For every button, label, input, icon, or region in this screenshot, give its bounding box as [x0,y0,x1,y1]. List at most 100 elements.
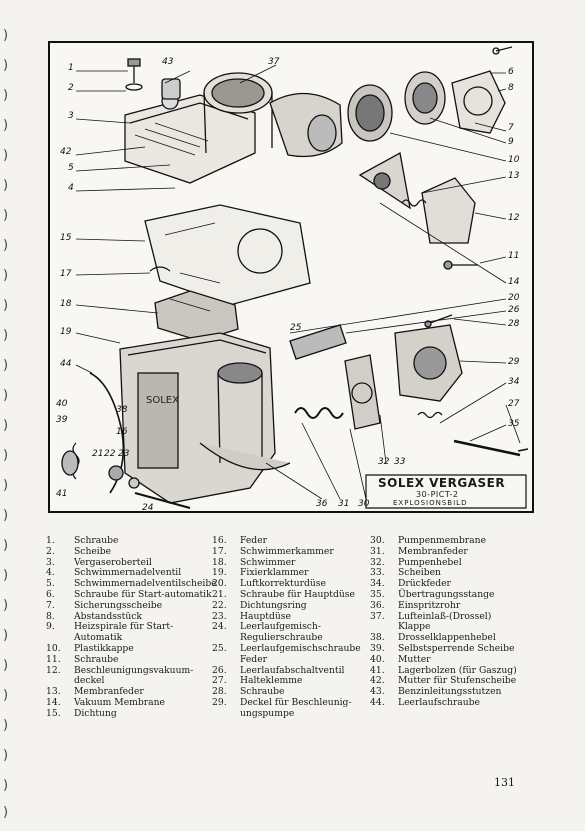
legend-item-number: 6. [46,588,55,600]
legend-item-number: 34. [370,578,385,590]
legend-item: 24. Leerlaufgemisch- [212,622,361,633]
legend-item-number: 16. [212,535,227,546]
legend-item-text: Abstandsstück [74,610,142,622]
legend-item: 6.Schraube für Start-automatik [46,588,217,601]
legend-item-number: 5. [46,578,55,590]
legend-item-number: 7. [46,599,55,611]
legend-item-number: 19. [212,567,227,579]
legend-item-number: 20. [212,578,227,590]
legend-item-text: Feder [240,535,268,546]
page-number: 131 [494,776,515,789]
callout-17a: 17 [60,269,72,279]
callout-19: 19 [60,327,72,337]
callout-25: 25 [290,323,302,333]
legend-item-number: 14. [46,696,61,708]
legend-item-text: Selbstsperrende Scheibe [398,642,515,654]
legend-item-number: 8. [46,610,55,622]
legend-item-number: 38. [370,632,385,644]
callout-3: 3 [68,111,74,121]
callout-33: 33 [394,457,406,467]
legend-item: 38. Drosselklappenhebel [370,632,517,644]
legend-item-number: 41. [370,664,385,676]
legend-item: 14.Vakuum Membrane [46,696,217,709]
legend-item-text: Vergaseroberteil [74,556,152,568]
legend-item: 32.Pumpenhebel [370,557,517,569]
legend-item-number: 1. [46,535,55,546]
callout-38: 38 [116,405,128,415]
legend-item: 36. Einspritzrohr [370,599,517,612]
legend-item-number: 33. [370,567,385,579]
callout-20: 20 [508,293,520,303]
legend-item: 11.Schraube [46,654,217,666]
legend-item-text: Mutter für Stufenscheibe [398,675,517,687]
legend-item-text: Leerlaufgemisch- [240,621,321,633]
legend-item-text: Schwimmernadelventil [74,567,182,579]
legend-item: 4.Schwimmernadelventil [46,568,217,579]
callout-41: 41 [56,489,68,499]
callout-16: 16 [116,427,128,437]
legend-item-text: Heizspirale für Start- [74,621,174,633]
callout-6: 6 [508,67,514,77]
callout-43: 43 [162,57,174,67]
legend-item-number: 30. [370,535,385,546]
callout-37: 37 [268,57,280,67]
legend-item: 19.Fixierklammer [212,568,361,579]
diagram-model: 30-PICT-2 [416,490,459,499]
legend-item: 41.Lagerbolzen (für Gaszug) [370,664,517,677]
legend-item: 20.Luftkorrekturdüse [212,578,361,590]
legend-item: 23.Hauptdüse [212,611,361,623]
legend-item-continuation: Feder [240,653,268,665]
callout-5: 5 [68,163,74,173]
legend-item-text: Einspritzrohr [398,599,461,611]
legend-item-text: Deckel für Beschleunig- [240,696,352,708]
legend-item: 2.Scheibe [46,546,217,558]
callout-39: 39 [56,415,68,425]
legend-item: 43.Benzinleitungsstutzen [370,686,517,698]
legend-item-number: 31. [370,545,385,557]
legend-item: 18.Schwimmer [212,557,361,569]
legend-item-text: Schwimmernadelventilscheibe [74,578,217,590]
exploded-diagram: SOLEX 1 2 3 42 5 4 [48,41,534,513]
legend-item: 42.Mutter für Stufenscheibe [370,676,517,687]
legend-item-text: Benzinleitungsstutzen [398,686,502,698]
legend-item-text: Dichtungsring [240,599,307,611]
callout-2: 2 [68,83,74,93]
legend-item-number: 24. [212,621,227,633]
legend-item-continuation: deckel [74,675,105,687]
legend-item: 9.Heizspirale für Start- [46,622,217,633]
legend-item-text: Plastikkappe [74,642,134,654]
legend-item-text: Drosselklappenhebel [398,632,496,644]
legend-item-number: 3. [46,556,55,568]
legend-item: 13.Membranfeder [46,686,217,698]
legend-item-text: Sicherungsscheibe [74,599,163,611]
legend-item-text: Übertragungsstange [398,588,495,600]
legend-item: 17.Schwimmerkammer [212,545,361,558]
callout-44: 44 [60,359,72,369]
legend-item: 3. Vergaseroberteil [46,556,217,569]
legend-item: 1.Schraube [46,535,217,547]
legend-item: 8. Abstandsstück [46,610,217,623]
legend-item-number: 26. [212,664,227,676]
callout-31: 31 [338,499,350,509]
legend-item-number: 25. [212,642,227,654]
callout-12: 12 [508,213,520,223]
callout-28: 28 [508,319,520,329]
callout-29: 29 [508,357,520,367]
legend-item-number: 17. [212,545,227,557]
legend-item: 37.Lufteinlaß-(Drossel) [370,611,517,623]
legend-item-number: 21. [212,588,227,600]
binding-marks: ))) ))) ))) ))) ))) ))) ))) ))) ))) [3,28,9,820]
callout-21: 21 [92,449,104,459]
legend-item-number: 36. [370,599,385,611]
legend-item-text: Leerlaufgemischschraube [240,642,361,654]
callout-32: 32 [378,457,390,467]
legend-item-text: Leerlaufabschaltventil [240,664,345,676]
legend-item-text: Halteklemme [240,675,303,687]
legend-item-continuation: ungspumpe [240,707,295,719]
legend-item-number: 27. [212,675,227,687]
callout-11: 11 [508,251,520,261]
legend-item-text: Beschleunigungsvakuum- [74,664,194,676]
diagram-title-box: SOLEX VERGASER 30-PICT-2 EXPLOSIONSBILD [368,475,516,509]
callout-8: 8 [508,83,514,93]
